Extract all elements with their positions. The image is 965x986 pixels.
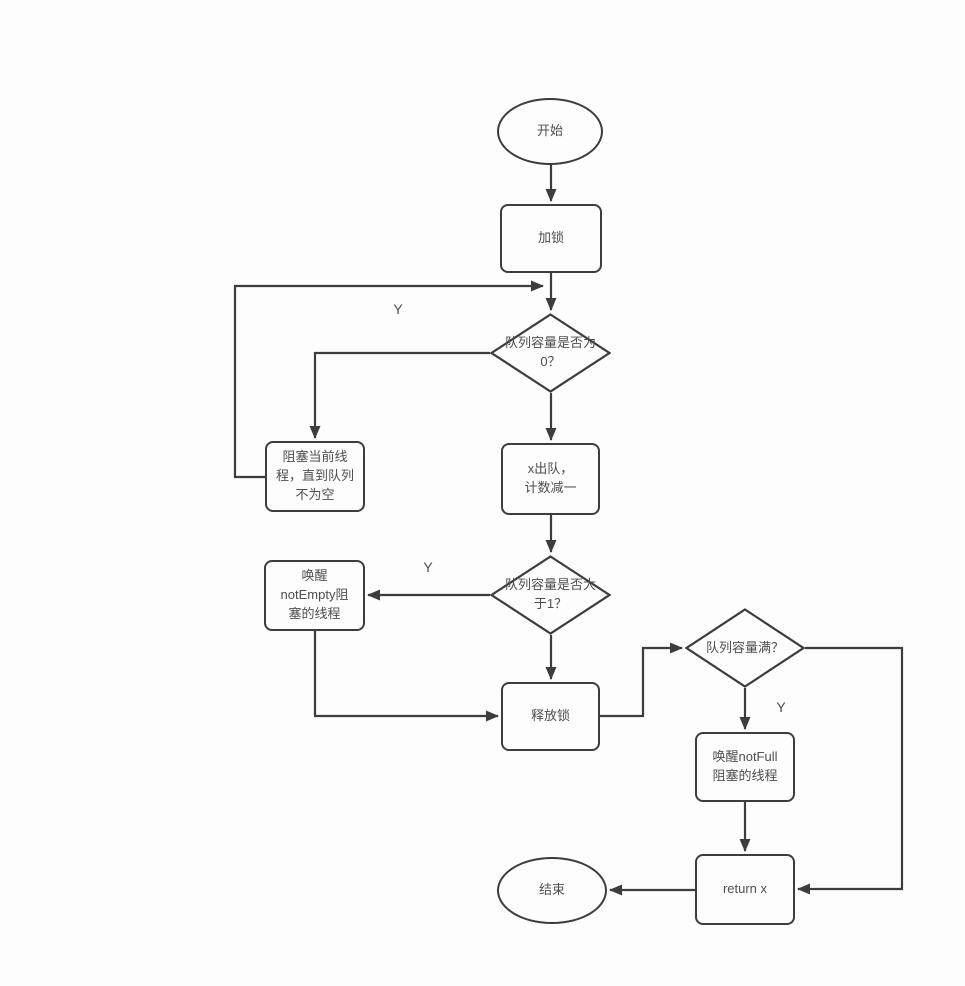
node-check-zero-label: 队列容量是否为 0？ xyxy=(504,335,596,369)
node-end-label: 结束 xyxy=(538,882,565,898)
node-start: 开始 xyxy=(497,98,603,165)
node-start-label: 开始 xyxy=(536,123,563,139)
node-check-full: 队列容量满？ xyxy=(685,608,805,688)
edge-label-check-gt-one-yes: Y xyxy=(423,559,433,575)
node-release-lock: 释放锁 xyxy=(501,682,600,751)
node-wake-notempty-label: 唤醒 notEmpty阻 塞的线程 xyxy=(280,568,349,621)
edge-label-check-zero-yes: Y xyxy=(393,301,403,317)
node-return-x: return x xyxy=(695,854,795,925)
edge-check-zero-yes-to-block xyxy=(309,351,490,439)
node-lock: 加锁 xyxy=(500,204,602,273)
node-release-lock-label: 释放锁 xyxy=(530,708,570,724)
node-wake-notempty: 唤醒 notEmpty阻 塞的线程 xyxy=(264,560,365,631)
edge-release-to-check-full xyxy=(600,642,683,718)
diamond-shape xyxy=(685,608,805,688)
diamond-shape xyxy=(490,313,611,393)
node-lock-label: 加锁 xyxy=(537,230,564,246)
edge-label-check-full-yes: Y xyxy=(776,699,786,715)
node-end: 结束 xyxy=(497,857,607,924)
node-dequeue-label: x出队， 计数减一 xyxy=(524,461,577,495)
diamond-shape xyxy=(490,555,611,635)
node-wake-notfull-label: 唤醒notFull 阻塞的线程 xyxy=(712,749,778,783)
edge-block-loopback xyxy=(233,280,544,479)
node-block-thread-label: 阻塞当前线 程，直到队列 不为空 xyxy=(275,449,354,502)
node-dequeue: x出队， 计数减一 xyxy=(501,443,600,515)
node-check-gt-one-label: 队列容量是否大 于1？ xyxy=(504,577,596,611)
node-check-full-label: 队列容量满？ xyxy=(705,639,784,655)
node-block-thread: 阻塞当前线 程，直到队列 不为空 xyxy=(265,441,365,512)
node-check-zero: 队列容量是否为 0？ xyxy=(490,313,611,393)
edge-check-full-to-return xyxy=(797,646,904,895)
node-wake-notfull: 唤醒notFull 阻塞的线程 xyxy=(695,732,795,802)
node-return-x-label: return x xyxy=(722,881,768,897)
node-check-gt-one: 队列容量是否大 于1？ xyxy=(490,555,611,635)
edge-wake-notempty-to-release xyxy=(313,631,499,722)
